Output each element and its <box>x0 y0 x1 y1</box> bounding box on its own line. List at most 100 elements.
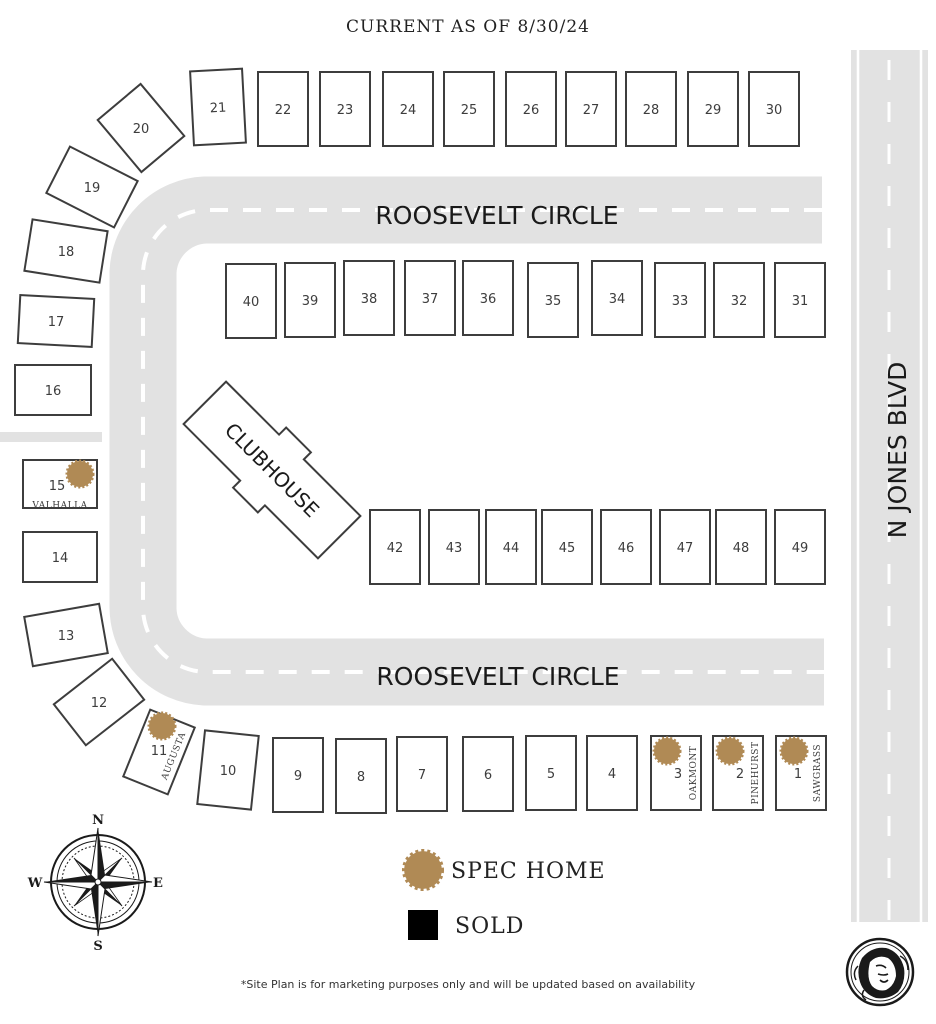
svg-text:27: 27 <box>583 103 600 118</box>
lot-39[interactable]: 39 <box>284 262 336 338</box>
lot-23[interactable]: 23 <box>319 71 371 147</box>
disclaimer-footer: *Site Plan is for marketing purposes onl… <box>240 978 696 991</box>
lot-6[interactable]: 6 <box>462 736 514 812</box>
lot-26[interactable]: 26 <box>505 71 557 147</box>
svg-text:38: 38 <box>361 292 378 307</box>
lot-45[interactable]: 45 <box>541 509 593 585</box>
n-jones-blvd-road <box>851 50 928 922</box>
lot-34[interactable]: 34 <box>591 260 643 336</box>
lot-28[interactable]: 28 <box>625 71 677 147</box>
svg-text:32: 32 <box>731 294 748 309</box>
svg-text:11: 11 <box>151 744 168 759</box>
svg-text:43: 43 <box>446 541 463 556</box>
lot-9[interactable]: 9 <box>272 737 324 813</box>
lot-29[interactable]: 29 <box>687 71 739 147</box>
lot-31[interactable]: 31 <box>774 262 826 338</box>
lot-40[interactable]: 40 <box>225 263 277 339</box>
lot-42[interactable]: 42 <box>369 509 421 585</box>
compass-south-label: S <box>93 939 102 954</box>
svg-text:2: 2 <box>736 767 744 782</box>
legend-spec-home-label: SPEC HOME <box>451 859 606 884</box>
current-as-of-header: CURRENT AS OF 8/30/24 <box>346 17 590 37</box>
spec-home-badge-icon <box>779 736 809 766</box>
svg-text:10: 10 <box>220 764 237 779</box>
lot-27[interactable]: 27 <box>565 71 617 147</box>
street-label-n-jones: N JONES BLVD <box>883 362 912 539</box>
lot-22[interactable]: 22 <box>257 71 309 147</box>
lot-44[interactable]: 44 <box>485 509 537 585</box>
lot-20[interactable]: 20 <box>96 82 186 174</box>
svg-text:26: 26 <box>523 103 540 118</box>
svg-text:44: 44 <box>503 541 520 556</box>
lot-12[interactable]: 12 <box>52 657 146 747</box>
lot-18[interactable]: 18 <box>23 218 109 284</box>
lot-24[interactable]: 24 <box>382 71 434 147</box>
lot-13[interactable]: 13 <box>23 602 109 668</box>
lot-8[interactable]: 8 <box>335 738 387 814</box>
model-name-valhalla: VALHALLA <box>31 501 87 511</box>
sold-square-icon <box>408 910 438 940</box>
street-label-roosevelt-top: ROOSEVELT CIRCLE <box>375 201 618 230</box>
compass-west-label: W <box>27 876 43 891</box>
lot-4[interactable]: 4 <box>586 735 638 811</box>
svg-text:17: 17 <box>48 315 65 330</box>
lot-19[interactable]: 19 <box>44 145 140 229</box>
lot-30[interactable]: 30 <box>748 71 800 147</box>
lot-5[interactable]: 5 <box>525 735 577 811</box>
lot-7[interactable]: 7 <box>396 736 448 812</box>
lot-48[interactable]: 48 <box>715 509 767 585</box>
svg-text:20: 20 <box>133 122 150 137</box>
svg-text:48: 48 <box>733 541 750 556</box>
lot-10[interactable]: 10 <box>196 729 260 811</box>
svg-text:16: 16 <box>45 384 62 399</box>
clubhouse-building: CLUBHOUSE <box>182 380 362 560</box>
legend-spec-home-icon <box>404 851 442 889</box>
lot-37[interactable]: 37 <box>404 260 456 336</box>
lot-36[interactable]: 36 <box>462 260 514 336</box>
lot-35[interactable]: 35 <box>527 262 579 338</box>
lion-logo-icon <box>845 937 915 1007</box>
lot-49[interactable]: 49 <box>774 509 826 585</box>
model-name-sawgrass: SAWGRASS <box>813 744 823 802</box>
lot-17[interactable]: 17 <box>16 294 96 348</box>
lot-43[interactable]: 43 <box>428 509 480 585</box>
lot-38[interactable]: 38 <box>343 260 395 336</box>
svg-text:30: 30 <box>766 103 783 118</box>
spec-home-badge-icon <box>652 736 682 766</box>
svg-text:36: 36 <box>480 292 497 307</box>
svg-text:31: 31 <box>792 294 809 309</box>
svg-text:7: 7 <box>418 768 426 783</box>
svg-text:21: 21 <box>209 101 226 117</box>
lot-46[interactable]: 46 <box>600 509 652 585</box>
svg-text:15: 15 <box>49 479 66 494</box>
svg-text:3: 3 <box>674 767 682 782</box>
spec-home-badge-icon <box>715 736 745 766</box>
lot-21[interactable]: 21 <box>189 67 247 147</box>
lot-32[interactable]: 32 <box>713 262 765 338</box>
lot-33[interactable]: 33 <box>654 262 706 338</box>
lot-47[interactable]: 47 <box>659 509 711 585</box>
model-name-pinehurst: PINEHURST <box>751 742 761 805</box>
svg-text:5: 5 <box>547 767 555 782</box>
roosevelt-circle-road <box>0 176 824 706</box>
lot-14[interactable]: 14 <box>22 531 98 583</box>
svg-text:39: 39 <box>302 294 319 309</box>
lot-25[interactable]: 25 <box>443 71 495 147</box>
svg-text:33: 33 <box>672 294 689 309</box>
svg-text:29: 29 <box>705 103 722 118</box>
svg-text:6: 6 <box>484 768 492 783</box>
svg-text:42: 42 <box>387 541 404 556</box>
model-name-oakmont: OAKMONT <box>689 746 699 801</box>
svg-text:22: 22 <box>275 103 292 118</box>
svg-text:9: 9 <box>294 769 302 784</box>
svg-text:34: 34 <box>609 292 626 307</box>
compass-rose-icon: N S E W <box>27 813 163 954</box>
lot-16[interactable]: 16 <box>14 364 92 416</box>
svg-text:8: 8 <box>357 770 365 785</box>
svg-text:4: 4 <box>608 767 616 782</box>
svg-text:28: 28 <box>643 103 660 118</box>
svg-text:46: 46 <box>618 541 635 556</box>
legend-sold-label: SOLD <box>455 914 524 939</box>
svg-text:35: 35 <box>545 294 562 309</box>
